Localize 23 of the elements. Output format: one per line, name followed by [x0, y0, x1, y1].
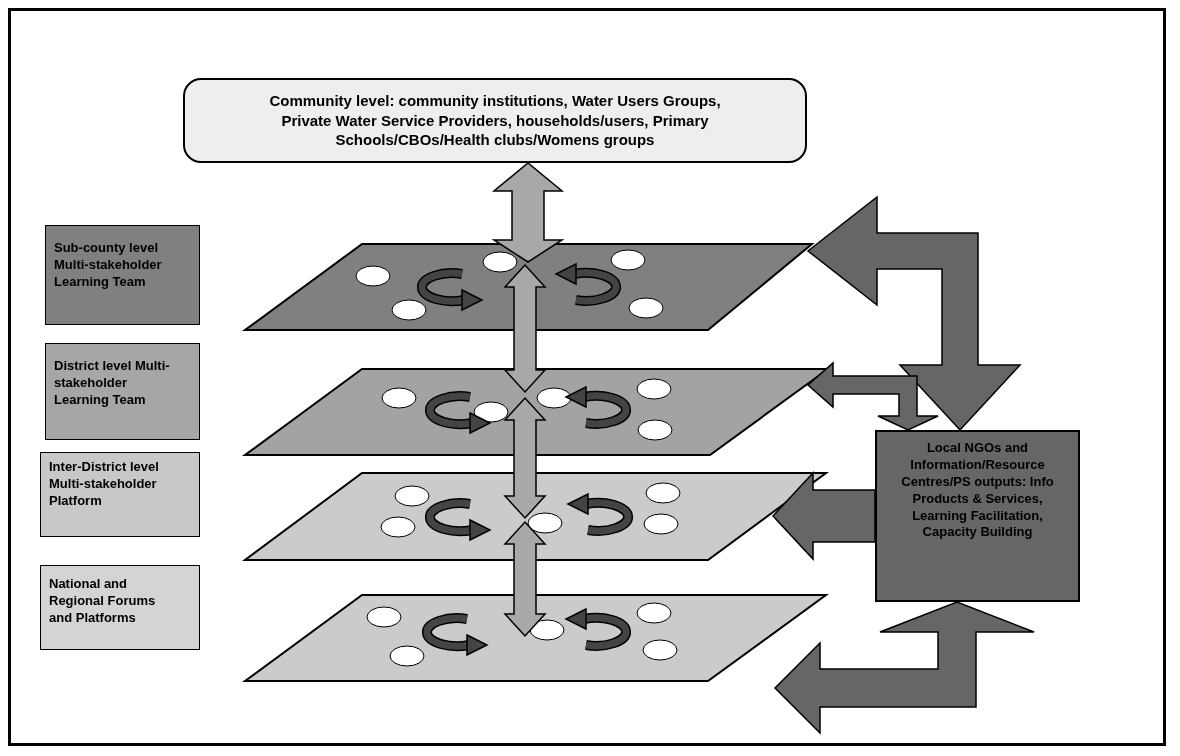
box-label: Community level: community institutions, Water Users Groups, Private Water Service Providers, households/users, Primary Schools/CBOs/Health clubs/Womens groups [268, 91, 722, 150]
text-box [875, 430, 1080, 602]
text-box [40, 565, 200, 650]
box-label: District level Multi-stakeholder Learning Team [54, 358, 171, 409]
block-arrow [503, 520, 547, 638]
box-label: Local NGOs and Information/Resource Centres/PS outputs: Info Products & Services, Learning Facilitation, Capacity Building [900, 440, 1055, 542]
block-arrow [806, 195, 1022, 432]
block-arrow [773, 601, 1035, 735]
block-arrow [503, 396, 547, 520]
text-box [45, 225, 200, 325]
text-box [45, 343, 200, 440]
text-box [183, 78, 807, 163]
box-label: National and Regional Forums and Platforms [49, 576, 157, 627]
block-arrow [503, 263, 547, 394]
layer-plane [245, 595, 826, 681]
box-label: Inter-District level Multi-stakeholder Platform [49, 459, 160, 510]
block-arrow [771, 471, 876, 561]
text-box [40, 452, 200, 537]
block-arrow [491, 162, 565, 263]
layer-plane [245, 244, 812, 330]
block-arrow [806, 361, 939, 431]
box-label: Sub-county level Multi-stakeholder Learning Team [54, 240, 163, 291]
layer-plane [245, 369, 828, 455]
